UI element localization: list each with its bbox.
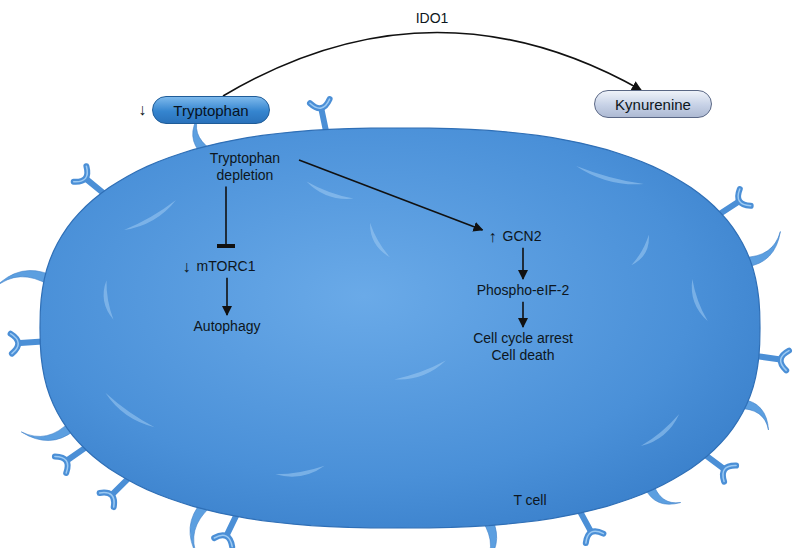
node-text: GCN2 xyxy=(503,228,542,245)
enzyme-label: IDO1 xyxy=(416,10,449,27)
cell-label: T cell xyxy=(513,492,546,508)
membrane-sheen xyxy=(370,223,390,258)
node-text: Autophagy xyxy=(194,318,261,335)
receptor-cup xyxy=(738,189,751,206)
receptor-cup xyxy=(310,99,330,108)
receptor-highlight xyxy=(74,166,88,182)
outcome-text: Cell cycle arrest Cell death xyxy=(461,330,586,364)
receptor-highlight xyxy=(781,351,789,371)
change-indicator: ↓ xyxy=(138,101,146,119)
node-text: Tryptophan depletion xyxy=(195,150,295,184)
receptor-cup xyxy=(214,535,232,546)
change-indicator: ↑ xyxy=(489,228,497,246)
receptor-cup xyxy=(11,334,19,354)
outcome-text: Autophagy xyxy=(194,318,261,335)
t-cell-body: T cell Tryptophan depletion mTORC1Autophag… xyxy=(40,128,760,528)
substrate-pill: Tryptophan xyxy=(152,96,269,124)
node-text: Phospho-eIF-2 xyxy=(477,282,570,299)
membrane-sheen xyxy=(631,235,649,265)
node-text: Kynurenine xyxy=(615,91,691,119)
process-text: Phospho-eIF-2 xyxy=(477,282,570,299)
receptor-cup xyxy=(781,351,789,371)
receptor-highlight xyxy=(100,493,115,507)
membrane-sheen xyxy=(104,280,114,319)
node-text: mTORC1 xyxy=(197,258,256,275)
receptor-highlight xyxy=(310,99,330,108)
receptor-cup xyxy=(55,457,68,474)
membrane-sheen xyxy=(692,279,708,321)
receptor-highlight xyxy=(586,531,604,543)
receptor-cup xyxy=(100,493,115,507)
process-text: mTORC1 xyxy=(197,258,256,275)
cell-membrane xyxy=(40,128,760,528)
cell-outline xyxy=(40,128,760,528)
change-indicator: ↓ xyxy=(183,258,191,276)
process-text: Tryptophan depletion xyxy=(195,150,295,184)
membrane-sheen xyxy=(394,361,446,380)
arrow-connector xyxy=(226,278,228,315)
arrow-connector xyxy=(223,32,641,96)
membrane-sheen xyxy=(576,166,644,184)
inhibition-connector xyxy=(225,187,227,246)
node-text: Cell cycle arrest Cell death xyxy=(461,330,586,364)
product-pill: Kynurenine xyxy=(594,90,712,118)
arrow-connector xyxy=(522,248,524,279)
receptor-highlight xyxy=(723,466,736,482)
membrane-sheen xyxy=(105,393,154,427)
membrane-sheen xyxy=(307,181,354,199)
node-text: Tryptophan xyxy=(173,97,248,125)
receptor-highlight xyxy=(11,334,19,354)
arrow-connector xyxy=(522,302,524,327)
receptor-cup xyxy=(586,531,604,543)
membrane-sheen xyxy=(275,466,324,477)
receptor-cup xyxy=(723,466,736,482)
receptor-cup xyxy=(74,166,88,182)
process-text: GCN2 xyxy=(503,228,542,245)
membrane-sheen xyxy=(124,200,176,230)
receptor-highlight xyxy=(214,535,232,546)
receptor-highlight xyxy=(738,189,751,206)
receptor-highlight xyxy=(55,457,68,474)
arrow-connector xyxy=(299,160,483,230)
membrane-sheen xyxy=(641,414,679,446)
